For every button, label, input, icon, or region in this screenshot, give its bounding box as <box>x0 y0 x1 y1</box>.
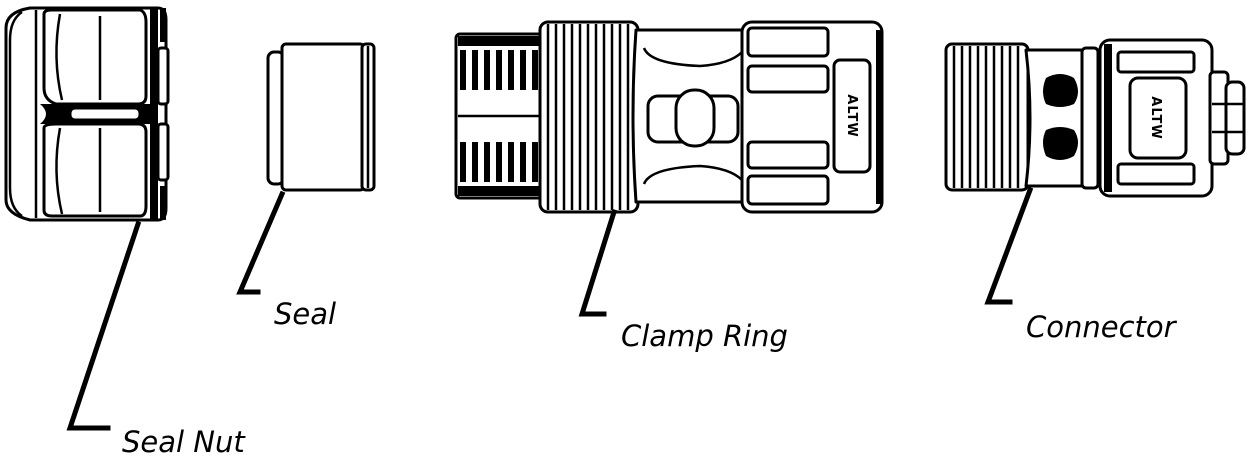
connector-marking: ALTW <box>1148 96 1163 139</box>
clamp-ring-leader <box>578 208 618 317</box>
clamp-ring-label: Clamp Ring <box>621 319 788 353</box>
seal-nut-drawing <box>4 6 170 222</box>
seal-nut-leader <box>66 220 142 431</box>
seal-label: Seal <box>274 297 337 331</box>
clamp-ring-drawing: ALTW <box>454 20 884 214</box>
leader-lines <box>66 186 1034 431</box>
clamp-ring-marking: ALTW <box>844 94 859 137</box>
connector-leader <box>984 186 1034 305</box>
clamp-thread <box>546 24 630 210</box>
collet-fingers <box>458 36 542 196</box>
seal-drawing <box>266 42 376 192</box>
seal-leader <box>236 190 286 295</box>
connector-thread <box>952 46 1020 188</box>
connector-label: Connector <box>1026 310 1176 344</box>
connector-drawing: ALTW <box>944 38 1246 198</box>
seal-nut-label: Seal Nut <box>122 425 245 459</box>
